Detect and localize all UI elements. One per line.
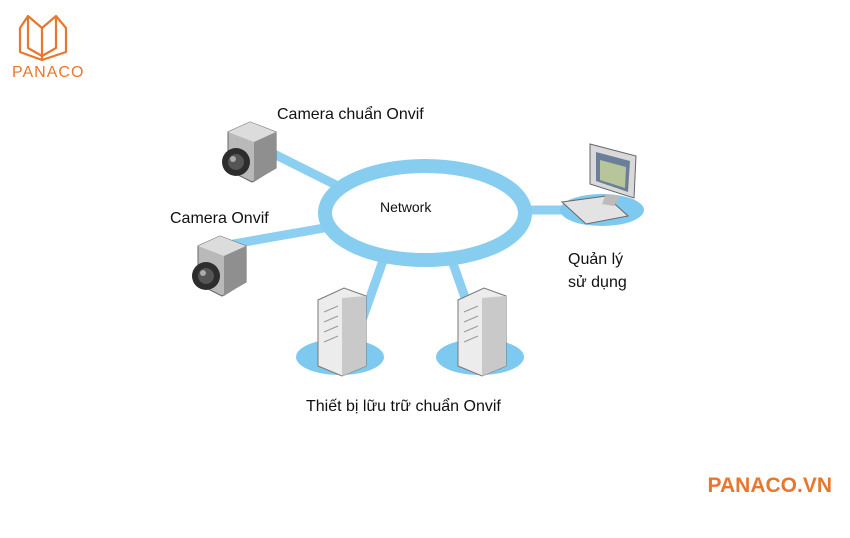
network-label: Network: [380, 199, 432, 215]
open-book-logo-icon: [18, 14, 68, 62]
camera-top-label: Camera chuẩn Onvif: [277, 106, 424, 123]
storage-label: Thiết bị lữu trữ chuẩn Onvif: [306, 398, 501, 415]
workstation-monitor-icon: [560, 143, 637, 225]
camera-top-icon: [222, 121, 277, 183]
camera-bottom-icon: [192, 235, 247, 297]
storage-left-server-icon: [317, 287, 367, 377]
logo-text: PANACO: [12, 64, 85, 81]
link-camera-bottom: [228, 223, 329, 249]
management-label-line1: Quản lý: [568, 251, 624, 268]
network-ring: [318, 159, 532, 267]
storage-right-server-icon: [457, 287, 507, 377]
management-label-line2: sử dụng: [568, 274, 627, 291]
camera-bottom-label: Camera Onvif: [170, 210, 269, 227]
website-label: PANACO.VN: [707, 474, 832, 497]
